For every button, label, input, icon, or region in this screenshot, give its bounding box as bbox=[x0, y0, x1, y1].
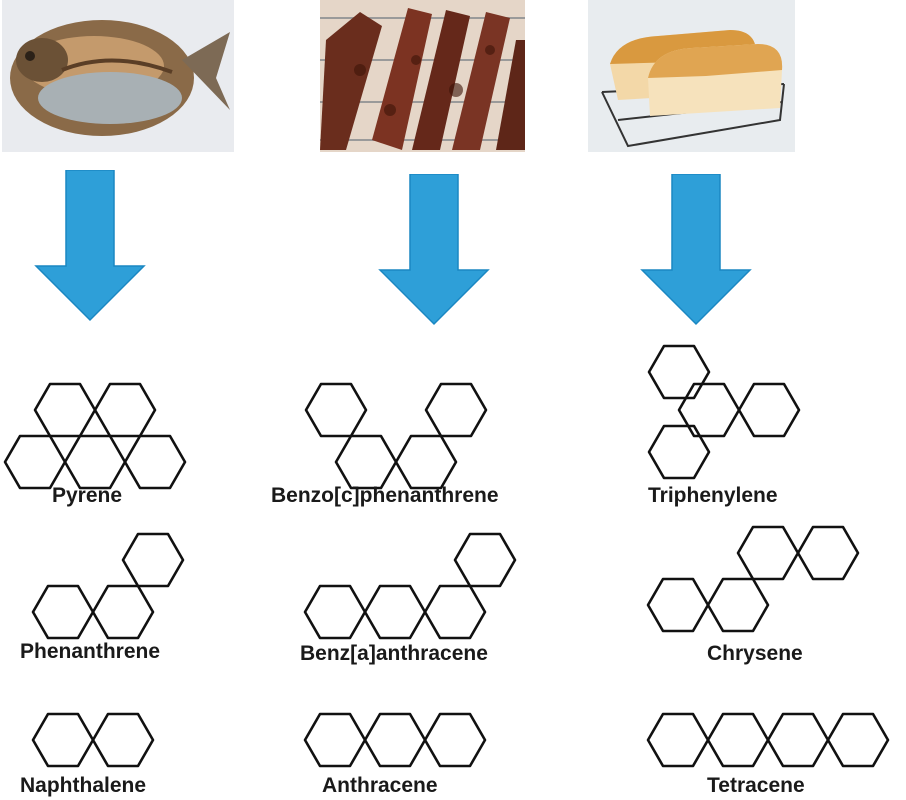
compound-label: Phenanthrene bbox=[20, 640, 161, 663]
hexagon-ring bbox=[766, 712, 830, 768]
hexagon-ring bbox=[121, 532, 185, 588]
hexagon-ring bbox=[31, 712, 95, 768]
hexagon-ring bbox=[334, 434, 398, 490]
arrow-down-icon bbox=[640, 174, 752, 326]
hexagon-ring bbox=[677, 382, 741, 438]
hexagon-ring bbox=[303, 584, 367, 640]
hexagon-ring bbox=[303, 712, 367, 768]
compound-label: Anthracene bbox=[322, 774, 438, 797]
hexagon-ring bbox=[123, 434, 187, 490]
compound-label: Tetracene bbox=[707, 774, 805, 797]
hexagon-ring bbox=[796, 525, 860, 581]
hexagon-ring bbox=[453, 532, 517, 588]
hexagon-ring bbox=[736, 525, 800, 581]
hexagon-ring bbox=[826, 712, 890, 768]
smoked-fish-photo bbox=[2, 0, 234, 152]
hexagon-ring bbox=[647, 344, 711, 400]
hexagon-ring bbox=[91, 712, 155, 768]
hexagon-ring bbox=[646, 577, 710, 633]
arrow-down-icon bbox=[378, 174, 490, 326]
hexagon-ring bbox=[423, 712, 487, 768]
hexagon-ring bbox=[647, 424, 711, 480]
hexagon-ring bbox=[3, 434, 67, 490]
hexagon-ring bbox=[706, 712, 770, 768]
hexagon-ring bbox=[737, 382, 801, 438]
compound-label: Triphenylene bbox=[648, 484, 778, 507]
hexagon-ring bbox=[646, 712, 710, 768]
arrow-down-icon bbox=[34, 170, 146, 322]
grilled-meat-photo bbox=[320, 0, 525, 152]
hexagon-ring bbox=[363, 584, 427, 640]
compound-label: Naphthalene bbox=[20, 774, 147, 797]
compound-label: Pyrene bbox=[52, 484, 123, 507]
compound-label: Benz[a]anthracene bbox=[300, 642, 488, 665]
hexagon-ring bbox=[424, 382, 488, 438]
compound-label: Benzo[c]phenanthrene bbox=[271, 484, 499, 507]
hexagon-ring bbox=[363, 712, 427, 768]
hexagon-ring bbox=[31, 584, 95, 640]
compound-label: Chrysene bbox=[707, 642, 803, 665]
toasted-bread-photo bbox=[588, 0, 795, 152]
